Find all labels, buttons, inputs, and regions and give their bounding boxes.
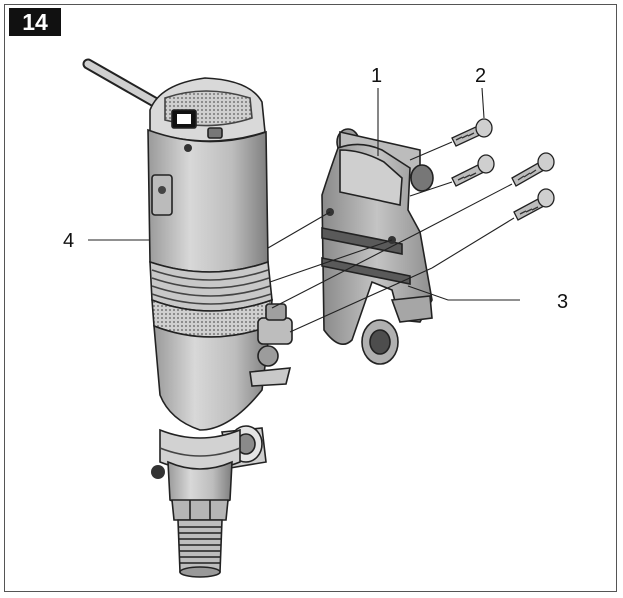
figure-frame (4, 4, 617, 592)
callout-1: 1 (371, 65, 382, 87)
mounting-screws (451, 118, 555, 221)
callout-leaders (88, 87, 520, 301)
callout-3: 3 (557, 291, 568, 313)
alignment-lines (267, 141, 515, 333)
callout-2: 2 (475, 65, 486, 87)
leader-2 (481, 87, 485, 119)
figure-number-badge: 14 (9, 8, 61, 36)
screw-2 (451, 154, 495, 187)
power-cable (82, 58, 171, 114)
screw-1 (451, 118, 493, 147)
mounting-bracket (321, 128, 434, 365)
drill-motor-unit (147, 77, 293, 578)
leader-3 (407, 285, 520, 301)
depth-knob (249, 303, 293, 387)
callout-4: 4 (63, 230, 74, 252)
screw-3 (511, 152, 555, 187)
screw-4 (513, 188, 555, 221)
